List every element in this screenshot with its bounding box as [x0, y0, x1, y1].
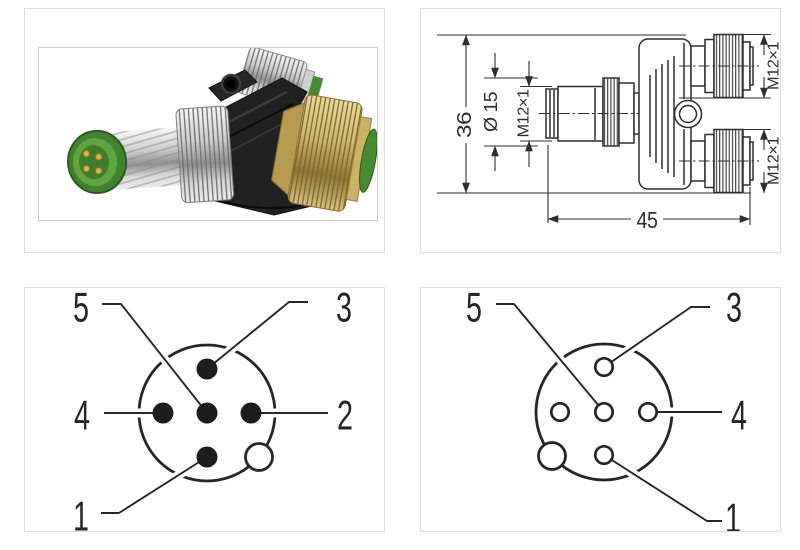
- pin-5: [196, 402, 218, 424]
- contact-pins: [82, 150, 103, 175]
- pin-label-1: 1: [73, 493, 89, 532]
- green-insert-right: [359, 128, 377, 193]
- socket-1: [593, 444, 615, 466]
- female-connector-bottom-drawing: [679, 128, 759, 194]
- male-connector-drawing: [539, 77, 645, 147]
- dimension-drawing-panel: 36 Ø 15 M12×1: [420, 8, 781, 253]
- leader-pin5: [102, 303, 208, 414]
- pin-label-5: 5: [466, 288, 482, 331]
- pin-label-4: 4: [74, 392, 90, 439]
- pin-label-2: 2: [337, 392, 353, 439]
- pinout-female-panel: 5 3 4 1: [420, 287, 781, 532]
- pin-label-1: 1: [725, 495, 741, 532]
- dim-label-branch-bottom: M12×1: [766, 136, 781, 185]
- dim-label-45: 45: [637, 207, 658, 233]
- dim-male-thread: M12×1: [516, 61, 552, 167]
- pin-3: [196, 358, 218, 380]
- dim-label-diameter: Ø 15: [481, 91, 501, 132]
- pin-1: [196, 446, 218, 468]
- body-drawing: [638, 38, 703, 190]
- pinout-male-panel: 5 3 4 2 1: [24, 287, 385, 532]
- pin-label-4: 4: [731, 392, 747, 439]
- leader-pin1: [101, 456, 208, 514]
- leader-pin3: [206, 301, 308, 370]
- pin-label-3: 3: [336, 288, 352, 331]
- dim-diameter-15: Ø 15: [481, 53, 538, 171]
- dim-label-36: 36: [454, 112, 476, 138]
- brass-coupling-nut: [271, 94, 377, 212]
- pin-2: [240, 402, 262, 424]
- product-photo: [38, 47, 378, 221]
- product-photo-panel: [24, 8, 385, 253]
- pinout-female-diagram: 5 3 4 1: [466, 288, 747, 532]
- keying-notch: [537, 441, 567, 471]
- dim-overall-height: 36: [454, 34, 476, 194]
- dim-label-branch-top: M12×1: [766, 41, 781, 90]
- pin-4: [152, 402, 174, 424]
- socket-unlabeled: [549, 401, 571, 423]
- pin-label-5: 5: [73, 288, 89, 331]
- female-connector-top-drawing: [679, 33, 759, 99]
- leader-pin3: [603, 306, 710, 368]
- leader-pin1: [603, 454, 722, 522]
- dim-branch-top-thread: M12×1: [679, 33, 781, 99]
- keying-notch: [244, 442, 274, 472]
- socket-3: [593, 356, 615, 378]
- dimension-drawing: 36 Ø 15 M12×1: [437, 33, 781, 233]
- pin-label-3: 3: [726, 288, 742, 331]
- socket-4: [637, 401, 659, 423]
- male-connector: [67, 105, 235, 204]
- dim-overall-length: 45: [547, 145, 751, 233]
- mounting-hole-drawing: [678, 104, 698, 124]
- product-photo-art: [67, 48, 377, 216]
- dim-branch-bottom-thread: M12×1: [737, 128, 781, 194]
- socket-5: [593, 401, 615, 423]
- pinout-male-diagram: 5 3 4 2 1: [73, 288, 353, 532]
- leader-pin5: [496, 303, 605, 413]
- dim-label-male-thread: M12×1: [516, 89, 533, 138]
